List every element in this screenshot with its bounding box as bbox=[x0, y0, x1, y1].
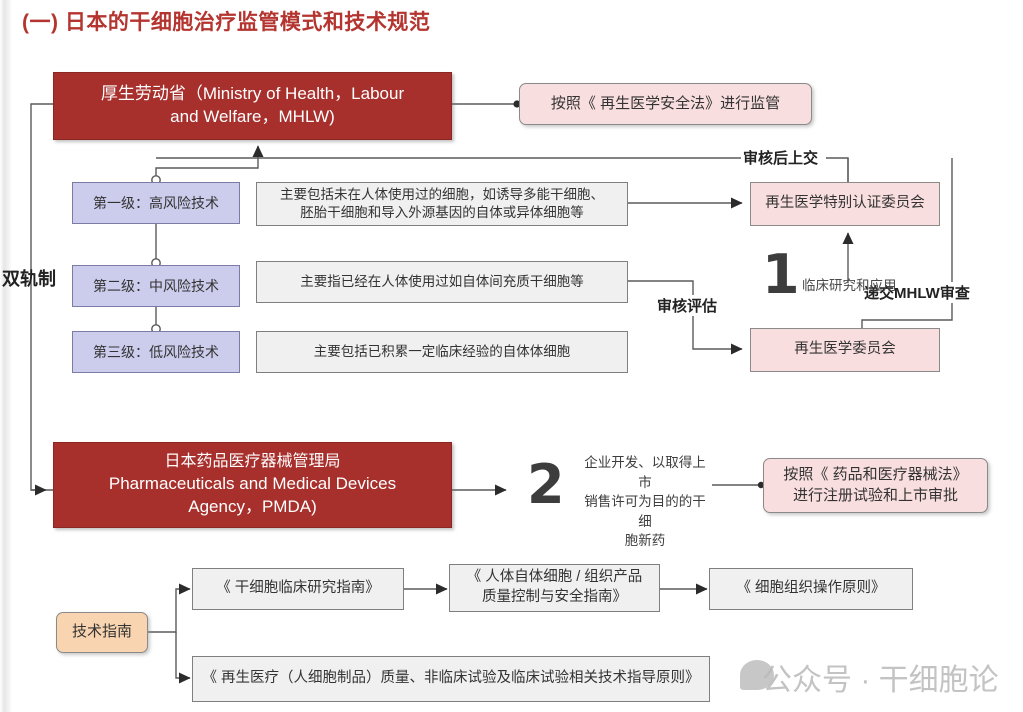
level-desc-box-3[interactable]: 主要包括已积累一定临床经验的自体体细胞 bbox=[256, 331, 628, 373]
committee-regular-label: 再生医学委员会 bbox=[794, 341, 896, 358]
pmda-line3: Agency，PMDA) bbox=[188, 496, 317, 516]
guideline-2-text: 《 人体自体细胞 / 组织产品 bbox=[466, 569, 643, 586]
track-number-2: 2 bbox=[527, 453, 565, 516]
level-1-label: 第一级：高风险技术 bbox=[93, 194, 219, 211]
level-1-desc-line2: 胚胎干细胞和导入外源基因的自体或异体细胞等 bbox=[300, 205, 584, 220]
mhlw-line1: 厚生劳动省（Ministry of Health，Labour bbox=[100, 84, 405, 104]
flow-label-review-assessment: 审核评估 bbox=[655, 295, 720, 316]
wire-levels-to-mhlw bbox=[155, 145, 264, 182]
guideline-box-1[interactable]: 《 干细胞临床研究指南》 bbox=[192, 568, 404, 610]
enterprise-description: 企业开发、以取得上市 销售许可为目的的干细 胞新药 bbox=[578, 453, 712, 551]
committee-box-special[interactable]: 再生医学特别认证委员会 bbox=[750, 182, 940, 226]
wire-guideline-root-to-top bbox=[148, 583, 191, 633]
guideline-bottom-box[interactable]: 《 再生医疗（人细胞制品）质量、非临床试验及临床试验相关技术指导原则》 bbox=[192, 656, 710, 702]
guideline-root-box[interactable]: 技术指南 bbox=[56, 612, 148, 653]
note-pmda-law[interactable]: 按照《 药品和医疗器械法》 进行注册试验和上市审批 bbox=[763, 458, 988, 513]
note-mhlw-law-text: 按照《 再生医学安全法》进行监管 bbox=[550, 94, 781, 112]
wire-left-spine bbox=[30, 103, 53, 491]
guideline-2-text-line2: 质量控制与安全指南》 bbox=[482, 589, 627, 605]
watermark-bubble-icon bbox=[740, 660, 774, 690]
guideline-1-text: 《 干细胞临床研究指南》 bbox=[216, 580, 380, 597]
guideline-root-label: 技术指南 bbox=[71, 623, 132, 641]
level-box-2[interactable]: 第二级：中风险技术 bbox=[72, 265, 240, 307]
level-desc-box-2[interactable]: 主要指已经在人体使用过如自体间充质干细胞等 bbox=[256, 261, 628, 303]
left-label-dual-track: 双轨制 bbox=[2, 269, 56, 289]
committee-special-label: 再生医学特别认证委员会 bbox=[765, 195, 925, 212]
wire-guideline-root-to-bottom bbox=[175, 632, 191, 684]
enterprise-line2: 销售许可为目的的干细 bbox=[584, 494, 706, 529]
level-3-label: 第三级：低风险技术 bbox=[93, 343, 219, 360]
page-edge-shadow bbox=[0, 0, 12, 712]
level-desc-box-1[interactable]: 主要包括未在人体使用过的细胞，如诱导多能干细胞、 胚胎干细胞和导入外源基因的自体… bbox=[256, 182, 628, 226]
flow-label-submit-mhlw: 递交MHLW审查 bbox=[862, 282, 972, 303]
guideline-3-text: 《 细胞组织操作原则》 bbox=[736, 580, 886, 597]
note-mhlw-law[interactable]: 按照《 再生医学安全法》进行监管 bbox=[519, 83, 812, 125]
guideline-box-3[interactable]: 《 细胞组织操作原则》 bbox=[709, 568, 913, 610]
guideline-box-2[interactable]: 《 人体自体细胞 / 组织产品 质量控制与安全指南》 bbox=[449, 564, 660, 612]
track-number-1: 1 bbox=[762, 243, 800, 306]
pmda-line2: Pharmaceuticals and Medical Devices bbox=[108, 473, 397, 493]
committee-box-regular[interactable]: 再生医学委员会 bbox=[750, 328, 940, 372]
level-box-1[interactable]: 第一级：高风险技术 bbox=[72, 182, 240, 224]
agency-box-mhlw[interactable]: 厚生劳动省（Ministry of Health，Labour and Welf… bbox=[53, 72, 452, 140]
flow-label-clinical-research: 临床研究和应用 bbox=[802, 278, 897, 293]
level-1-desc-line1: 主要包括未在人体使用过的细胞，如诱导多能干细胞、 bbox=[280, 186, 604, 202]
flow-label-after-review-submit: 审核后上交 bbox=[741, 147, 821, 168]
note-pmda-law-line2: 进行注册试验和上市审批 bbox=[792, 486, 958, 504]
level-2-label: 第二级：中风险技术 bbox=[93, 277, 219, 294]
page-title: (一) 日本的干细胞治疗监管模式和技术规范 bbox=[22, 11, 431, 34]
guideline-bottom-text: 《 再生医疗（人细胞制品）质量、非临床试验及临床试验相关技术指导原则》 bbox=[202, 670, 700, 687]
agency-box-pmda[interactable]: 日本药品医疗器械管理局 Pharmaceuticals and Medical … bbox=[53, 442, 452, 528]
enterprise-line1: 企业开发、以取得上市 bbox=[584, 455, 706, 490]
watermark-text: 公众号 · 干细胞论 bbox=[762, 664, 999, 697]
level-box-3[interactable]: 第三级：低风险技术 bbox=[72, 331, 240, 373]
enterprise-line3: 胞新药 bbox=[624, 533, 666, 549]
level-3-desc-line1: 主要包括已积累一定临床经验的自体体细胞 bbox=[313, 343, 571, 359]
pmda-line1: 日本药品医疗器械管理局 bbox=[164, 453, 341, 471]
note-pmda-law-line1: 按照《 药品和医疗器械法》 bbox=[783, 466, 968, 484]
wire-after-review-right bbox=[826, 157, 849, 182]
level-2-desc-line1: 主要指已经在人体使用过如自体间充质干细胞等 bbox=[300, 273, 584, 289]
mhlw-line2: and Welfare，MHLW) bbox=[170, 107, 335, 126]
